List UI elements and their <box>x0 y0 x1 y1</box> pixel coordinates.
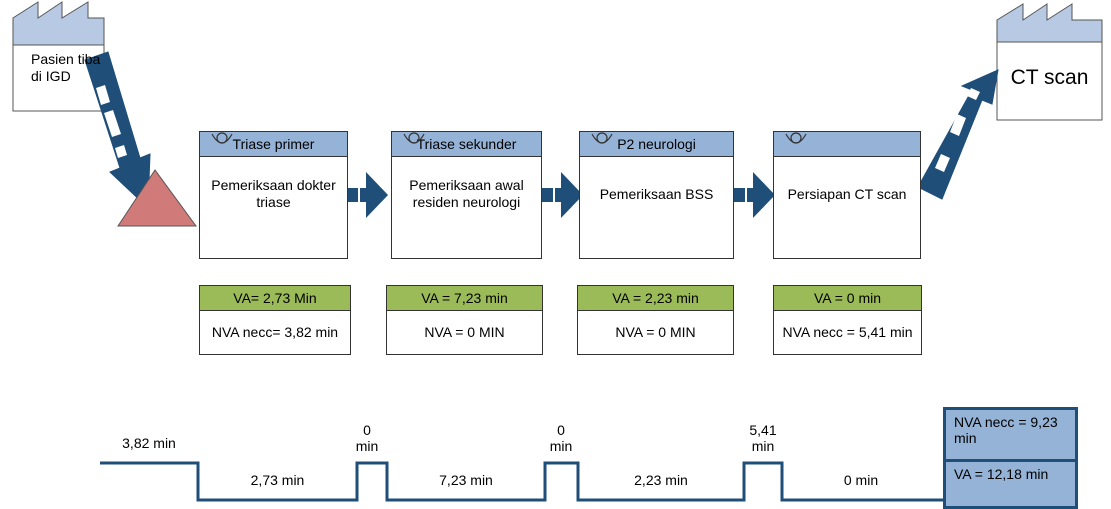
push-arrow-out <box>917 69 999 200</box>
operator-icon <box>785 132 807 144</box>
timeline-va-label: 7,23 min <box>439 472 493 488</box>
process-box-p2-neurologi: P2 neurologi Pemeriksaan BSS <box>579 131 734 259</box>
va-label: VA = 2,23 min <box>578 286 733 311</box>
operator-icon <box>403 132 425 144</box>
value-box-1: VA= 2,73 Min NVA necc= 3,82 min <box>199 285 351 355</box>
nva-label: NVA = 0 MIN <box>424 323 505 340</box>
timeline-wait-label: 0 min <box>355 422 379 455</box>
process-description: Persiapan CT scan <box>787 185 907 202</box>
customer-label: CT scan <box>1010 66 1089 90</box>
process-box-triase-sekunder: Triase sekunder Pemeriksaan awal residen… <box>391 131 542 259</box>
process-description: Pemeriksaan BSS <box>599 185 714 202</box>
timeline-wait-label: 5,41 min <box>749 422 777 455</box>
supplier-label: Pasien tiba di IGD <box>31 51 101 84</box>
value-box-2: VA = 7,23 min NVA = 0 MIN <box>386 285 543 355</box>
process-box-triase-primer: Triase primer Pemeriksaan dokter triase <box>199 131 348 259</box>
nva-label: NVA necc= 3,82 min <box>211 323 339 340</box>
process-description: Pemeriksaan awal residen neurologi <box>409 177 524 210</box>
summary-nva-box: NVA necc = 9,23 min <box>943 407 1078 462</box>
flow-arrow-3 <box>733 172 775 218</box>
operator-icon <box>211 132 233 144</box>
timeline-wait-label: 3,82 min <box>122 435 176 451</box>
flow-arrow-2 <box>541 172 583 218</box>
process-header: Triase sekunder <box>392 132 541 157</box>
customer-factory-icon <box>996 3 1103 121</box>
timeline-wait-label: 0 min <box>549 422 573 455</box>
timeline-va-label: 0 min <box>843 472 879 488</box>
process-description: Pemeriksaan dokter triase <box>211 177 336 210</box>
summary-va-box: VA = 12,18 min <box>943 459 1078 509</box>
value-box-4: VA = 0 min NVA necc = 5,41 min <box>773 285 922 355</box>
operator-icon <box>591 132 613 144</box>
nva-label: NVA = 0 MIN <box>615 323 696 340</box>
nva-label: NVA necc = 5,41 min <box>782 323 913 340</box>
process-box-persiapan-ct: Persiapan CT scan <box>773 131 921 259</box>
process-header: P2 neurologi <box>580 132 733 157</box>
timeline-va-label: 2,23 min <box>634 472 688 488</box>
inventory-triangle-icon <box>117 169 197 227</box>
value-box-3: VA = 2,23 min NVA = 0 MIN <box>577 285 734 355</box>
process-header <box>774 132 920 157</box>
va-label: VA = 7,23 min <box>387 286 542 311</box>
va-label: VA= 2,73 Min <box>200 286 350 311</box>
process-header: Triase primer <box>200 132 347 157</box>
timeline-va-label: 2,73 min <box>250 472 305 488</box>
supplier-factory-icon <box>12 1 105 112</box>
va-label: VA = 0 min <box>774 286 921 311</box>
flow-arrow-1 <box>346 172 388 218</box>
timeline-line <box>100 461 945 502</box>
